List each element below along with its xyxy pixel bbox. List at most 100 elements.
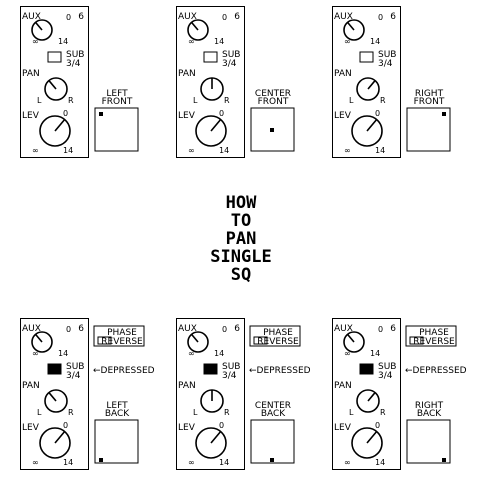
position-label-line2: FRONT bbox=[102, 97, 133, 107]
lev-zero-mark: 0 bbox=[375, 421, 380, 430]
depressed-annotation: ←DEPRESSED bbox=[249, 366, 311, 376]
title-line-4: SINGLE bbox=[210, 247, 271, 267]
pan-knob[interactable] bbox=[356, 389, 380, 413]
pan-knob-pointer bbox=[48, 392, 57, 402]
pan-label: PAN bbox=[334, 381, 352, 391]
lev-label: LEV bbox=[334, 423, 352, 433]
pan-knob[interactable] bbox=[44, 389, 68, 413]
position-indicator-dot bbox=[442, 112, 446, 116]
channel-panel bbox=[332, 318, 401, 470]
aux-zero-mark: 0 bbox=[66, 325, 71, 334]
position-label-line2: FRONT bbox=[414, 97, 445, 107]
aux-knob[interactable] bbox=[343, 331, 365, 353]
pan-right-mark: R bbox=[68, 96, 74, 105]
lev-scale-high: 14 bbox=[63, 146, 73, 155]
phase-label: PHASE bbox=[263, 328, 293, 338]
position-indicator-box bbox=[94, 419, 139, 464]
lev-scale-high: 14 bbox=[375, 146, 385, 155]
sub-channel-label: 3/4 bbox=[222, 371, 237, 381]
lev-scale-low: ∞ bbox=[188, 146, 195, 155]
aux-number-label: 6 bbox=[234, 324, 240, 334]
lev-scale-high: 14 bbox=[219, 458, 229, 467]
sub-label: SUB bbox=[378, 362, 396, 372]
pan-label: PAN bbox=[22, 381, 40, 391]
lev-scale-high: 14 bbox=[219, 146, 229, 155]
lev-label: LEV bbox=[22, 111, 40, 121]
position-label-line2: BACK bbox=[105, 409, 130, 419]
position-indicator-box bbox=[406, 419, 451, 464]
pan-left-mark: L bbox=[193, 96, 198, 105]
aux-label: AUX bbox=[22, 12, 41, 22]
pan-right-mark: R bbox=[68, 408, 74, 417]
pan-knob-pointer bbox=[367, 392, 376, 402]
channel-panel bbox=[20, 6, 89, 158]
sub-3-4-button[interactable] bbox=[359, 51, 374, 63]
pan-left-mark: L bbox=[37, 408, 42, 417]
pan-knob[interactable] bbox=[356, 77, 380, 101]
aux-label: AUX bbox=[334, 12, 353, 22]
pan-knob[interactable] bbox=[44, 77, 68, 101]
aux-knob[interactable] bbox=[343, 19, 365, 41]
phase-reverse-panel bbox=[249, 325, 301, 347]
position-label-line2: BACK bbox=[417, 409, 442, 419]
lev-zero-mark: 0 bbox=[63, 421, 68, 430]
sub-label: SUB bbox=[222, 362, 240, 372]
title-line-5: SQ bbox=[231, 265, 251, 285]
level-knob[interactable] bbox=[39, 115, 71, 147]
pan-left-mark: L bbox=[193, 408, 198, 417]
aux-knob[interactable] bbox=[31, 331, 53, 353]
pan-knob[interactable] bbox=[200, 77, 224, 101]
aux-knob-pointer bbox=[190, 21, 199, 31]
title-line-3: PAN bbox=[226, 229, 257, 249]
title-line-2: TO bbox=[231, 211, 251, 231]
pan-right-mark: R bbox=[224, 408, 230, 417]
aux-knob-pointer bbox=[34, 21, 43, 31]
phase-reverse-button[interactable] bbox=[253, 336, 268, 345]
level-knob[interactable] bbox=[195, 427, 227, 459]
sub-3-4-button[interactable] bbox=[47, 51, 62, 63]
sub-channel-label: 3/4 bbox=[66, 371, 81, 381]
aux-knob[interactable] bbox=[187, 331, 209, 353]
phase-reverse-button[interactable] bbox=[97, 336, 112, 345]
aux-number-label: 6 bbox=[78, 12, 84, 22]
level-knob-pointer bbox=[54, 430, 66, 444]
position-indicator-dot bbox=[270, 128, 274, 132]
lev-scale-low: ∞ bbox=[32, 146, 39, 155]
lev-label: LEV bbox=[178, 423, 196, 433]
sub-3-4-button[interactable] bbox=[359, 363, 374, 375]
lev-zero-mark: 0 bbox=[219, 421, 224, 430]
lev-scale-high: 14 bbox=[375, 458, 385, 467]
phase-reverse-button[interactable] bbox=[409, 336, 424, 345]
lev-zero-mark: 0 bbox=[375, 109, 380, 118]
lev-label: LEV bbox=[22, 423, 40, 433]
sub-label: SUB bbox=[66, 50, 84, 60]
pan-label: PAN bbox=[22, 69, 40, 79]
sub-channel-label: 3/4 bbox=[66, 59, 81, 69]
sub-3-4-button[interactable] bbox=[203, 363, 218, 375]
sub-3-4-button[interactable] bbox=[203, 51, 218, 63]
position-label-line1: RIGHT bbox=[415, 89, 444, 99]
pan-label: PAN bbox=[178, 69, 196, 79]
aux-knob[interactable] bbox=[31, 19, 53, 41]
level-knob[interactable] bbox=[351, 115, 383, 147]
aux-scale-low: ∞ bbox=[188, 37, 195, 46]
lev-zero-mark: 0 bbox=[219, 109, 224, 118]
level-knob[interactable] bbox=[39, 427, 71, 459]
aux-knob[interactable] bbox=[187, 19, 209, 41]
lev-scale-high: 14 bbox=[63, 458, 73, 467]
pan-knob[interactable] bbox=[200, 389, 224, 413]
aux-label: AUX bbox=[178, 324, 197, 334]
phase-label: PHASE bbox=[107, 328, 137, 338]
position-label-line1: CENTER bbox=[255, 89, 291, 99]
position-label-line1: LEFT bbox=[106, 401, 128, 411]
aux-knob-pointer bbox=[190, 333, 199, 343]
pan-right-mark: R bbox=[380, 408, 386, 417]
phase-reverse-panel bbox=[93, 325, 145, 347]
sub-3-4-button[interactable] bbox=[47, 363, 62, 375]
level-knob[interactable] bbox=[351, 427, 383, 459]
pan-left-mark: L bbox=[349, 408, 354, 417]
level-knob[interactable] bbox=[195, 115, 227, 147]
